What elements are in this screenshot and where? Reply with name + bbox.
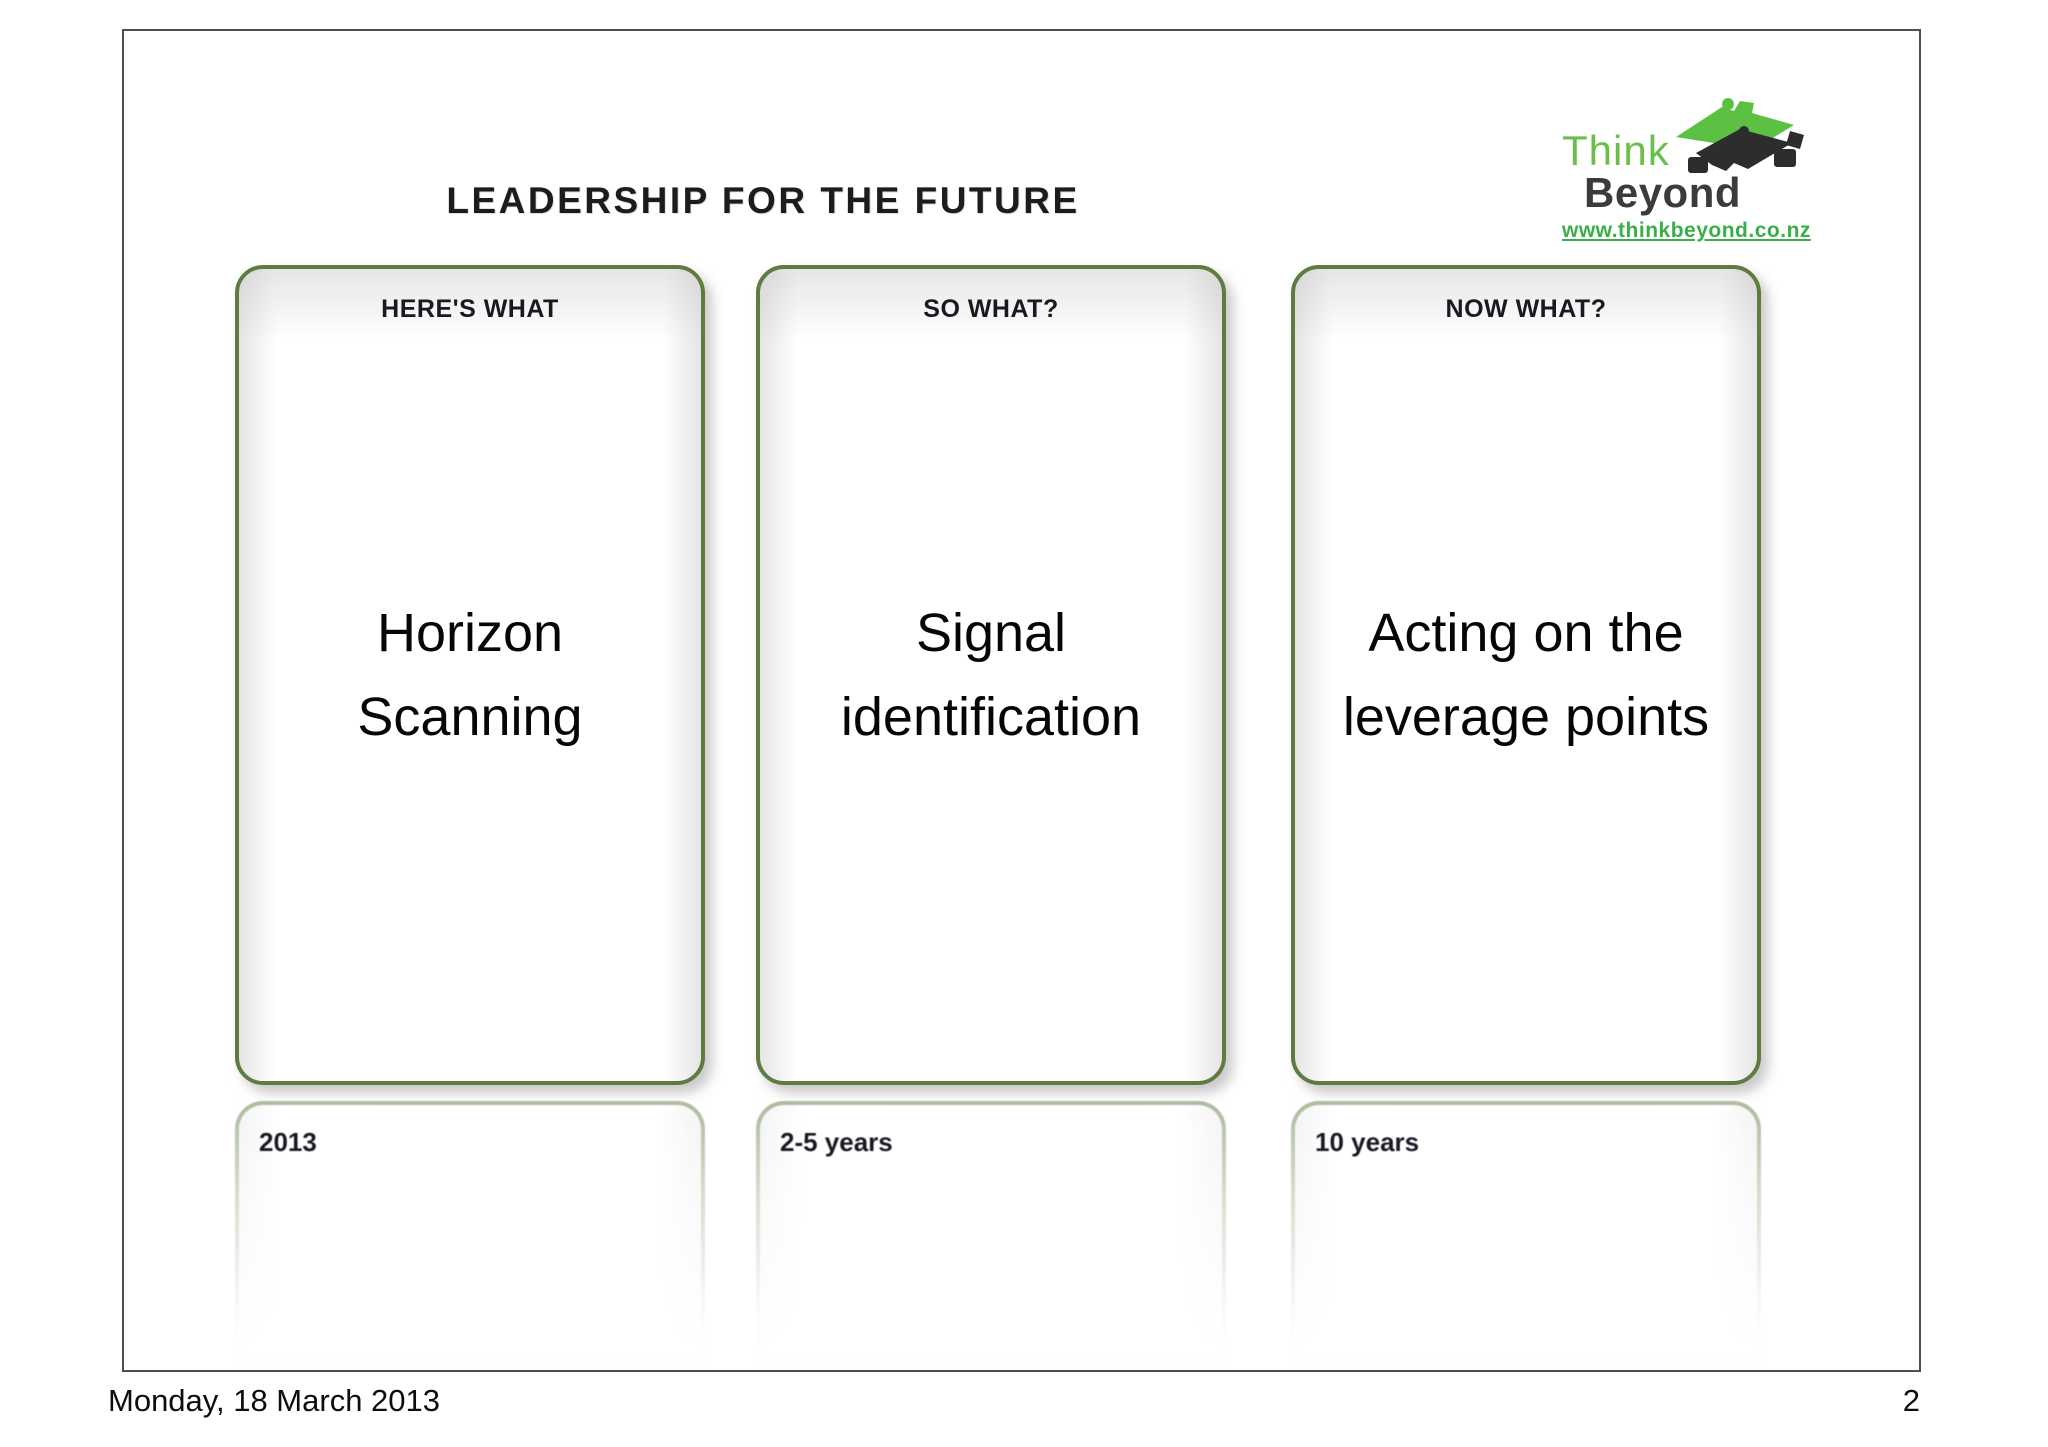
card-main-line: Signal xyxy=(915,603,1067,663)
timeframe-label: 10 years xyxy=(1315,1127,1420,1157)
reflection-fade xyxy=(754,1099,1228,1361)
thinkbeyond-logo: Think Beyond www.thinkbeyond.co.nz xyxy=(1562,97,1812,267)
card-main-line: leverage points xyxy=(1342,687,1710,747)
card-header: NOW WHAT? xyxy=(1445,295,1607,323)
card-header: HERE'S WHAT xyxy=(381,295,559,323)
card-reflection: 2-5 years xyxy=(754,1099,1228,1361)
card-reflection: 2013 xyxy=(233,1099,707,1361)
logo-website-link[interactable]: www.thinkbeyond.co.nz xyxy=(1562,219,1811,242)
footer-date: Monday, 18 March 2013 xyxy=(108,1383,441,1418)
card-main-text: Acting on the leverage points xyxy=(1275,269,1777,1081)
logo-word-think: Think xyxy=(1562,127,1670,174)
card-main-text: Horizon Scanning xyxy=(219,269,721,1081)
card-main-line: Horizon xyxy=(376,603,564,663)
timeframe-label: 2013 xyxy=(259,1127,317,1157)
slide-title: LEADERSHIP FOR THE FUTURE xyxy=(446,180,1080,221)
card-header: SO WHAT? xyxy=(923,295,1059,323)
reflection-fade xyxy=(233,1099,707,1361)
timeframe-label: 2-5 years xyxy=(780,1127,893,1157)
card-main-text: Signal identification xyxy=(740,269,1242,1081)
card-reflection: 10 years xyxy=(1289,1099,1763,1361)
card-now-what: NOW WHAT? Acting on the leverage points xyxy=(1291,265,1761,1085)
card-so-what: SO WHAT? Signal identification xyxy=(756,265,1226,1085)
reflection-fade xyxy=(1289,1099,1763,1361)
card-main-line: Scanning xyxy=(357,687,583,747)
logo-word-beyond: Beyond xyxy=(1584,169,1742,216)
card-main-line: identification xyxy=(840,687,1142,747)
puzzle-house-icon xyxy=(1676,98,1804,173)
card-main-line: Acting on the xyxy=(1368,603,1684,663)
footer-page-number: 2 xyxy=(1902,1383,1920,1418)
card-heres-what: HERE'S WHAT Horizon Scanning xyxy=(235,265,705,1085)
slide-page: LEADERSHIP FOR THE FUTURE Think Beyond w… xyxy=(122,29,1921,1372)
